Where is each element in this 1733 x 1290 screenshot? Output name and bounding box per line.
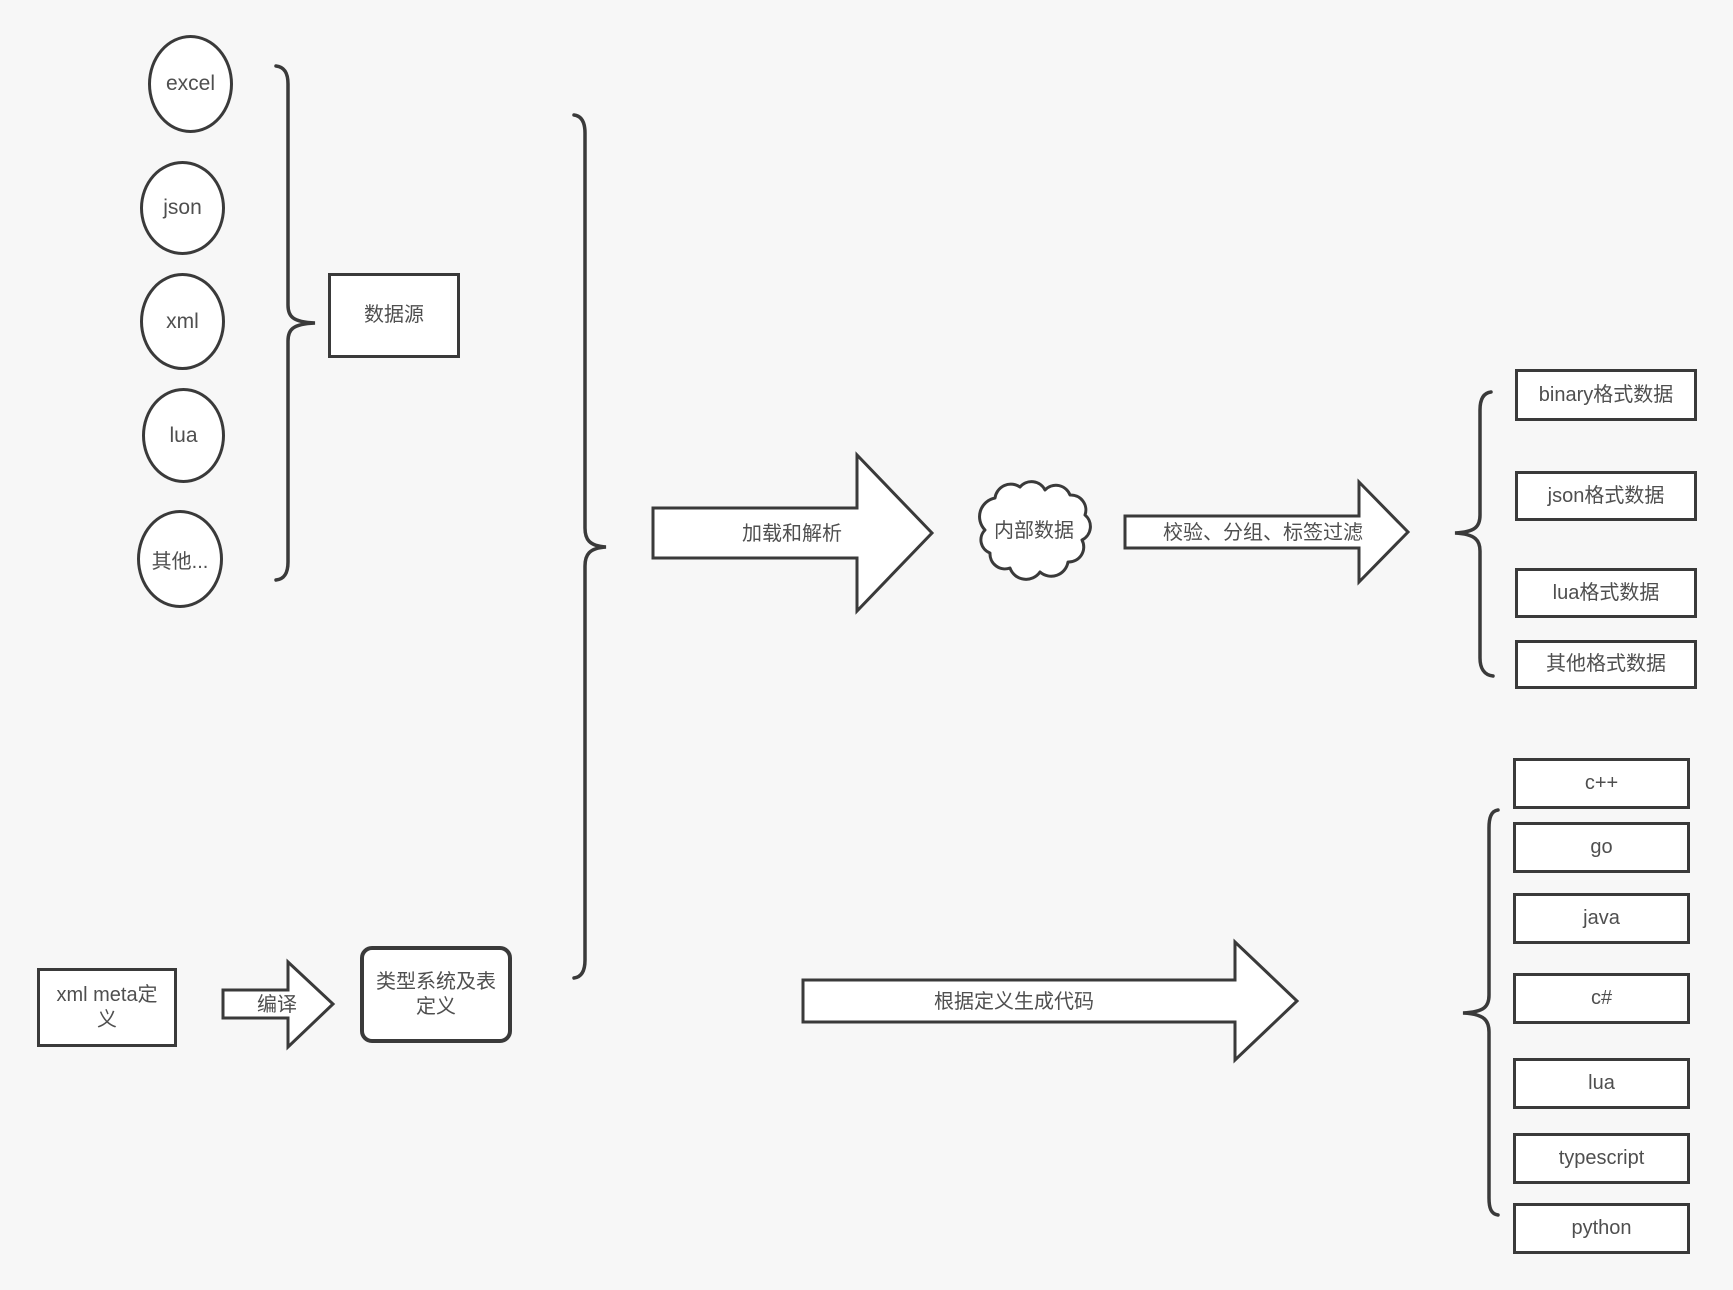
outputs-group-brace [1454,390,1495,678]
load-parse-arrow-label: 加载和解析 [742,522,842,545]
format-box-lua: lua格式数据 [1515,568,1697,618]
internal-data-label: 内部数据 [994,519,1074,542]
language-box-lua: lua [1513,1058,1690,1109]
load-parse-arrow [651,451,935,615]
source-node-other: 其他... [137,510,223,608]
internal-data-cloud [978,480,1092,581]
pipeline-input-brace [572,113,607,980]
source-node-json: json [140,161,225,255]
source-node-lua: lua [142,388,225,483]
xml-meta-box: xml meta定义 [37,968,177,1047]
compile-arrow-label: 编译 [257,993,297,1016]
source-node-excel: excel [148,35,233,133]
language-box-python: python [1513,1203,1690,1254]
sources-group-brace [274,64,316,582]
source-node-xml: xml [140,273,225,370]
language-box-cpp: c++ [1513,758,1690,809]
codegen-arrow [801,938,1300,1064]
language-box-csharp: c# [1513,973,1690,1024]
codegen-arrow-label: 根据定义生成代码 [934,990,1094,1013]
data-source-label-box: 数据源 [328,273,460,358]
format-box-json: json格式数据 [1515,471,1697,521]
language-box-go: go [1513,822,1690,873]
filter-arrow [1123,478,1411,586]
format-box-binary: binary格式数据 [1515,369,1697,421]
language-box-typescript: typescript [1513,1133,1690,1184]
languages-group-brace [1462,808,1500,1217]
format-box-other: 其他格式数据 [1515,640,1697,689]
compile-arrow [221,958,336,1051]
type-system-box: 类型系统及表定义 [360,946,512,1043]
filter-arrow-label: 校验、分组、标签过滤 [1163,521,1363,544]
language-box-java: java [1513,893,1690,944]
